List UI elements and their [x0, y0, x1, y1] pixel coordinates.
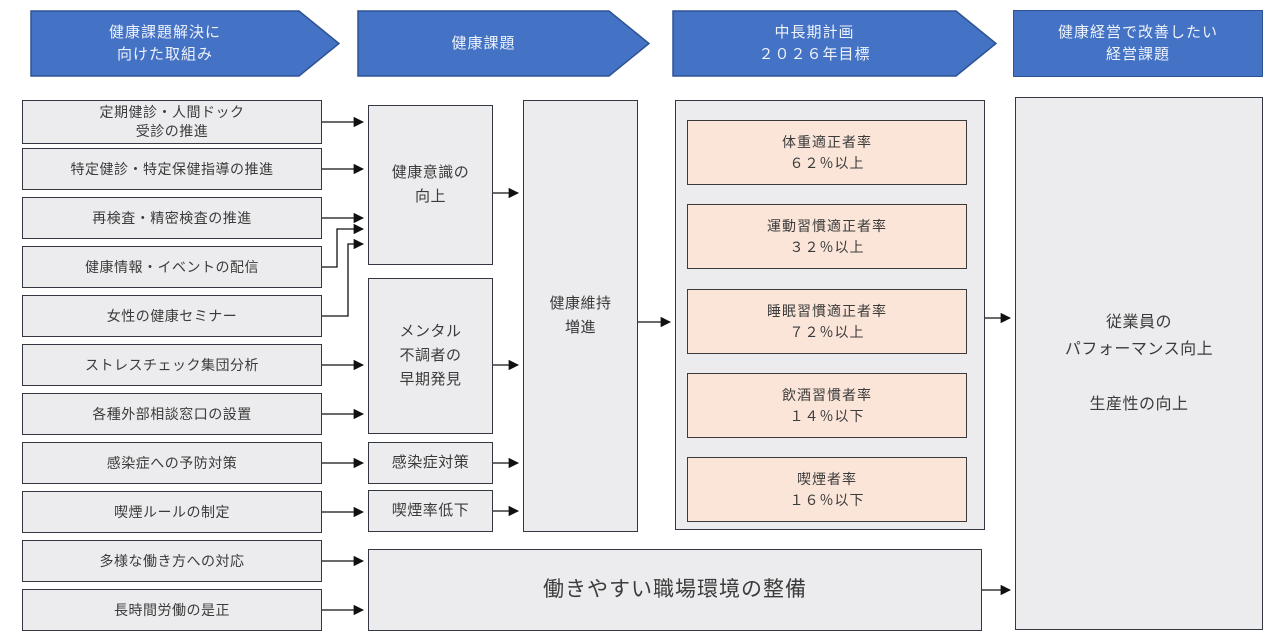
- header-management-issues-label: 健康経営で改善したい 経営課題: [1057, 23, 1218, 63]
- issue-label: メンタル 不調者の 早期発見: [399, 323, 462, 388]
- target-label: 運動習慣適正者率: [767, 217, 887, 234]
- initiative-box-stress-check: ストレスチェック集団分析: [22, 344, 322, 386]
- header-midterm-plan: 中長期計画 ２０２６年目標: [672, 10, 997, 77]
- initiative-box-specific-checkup: 特定健診・特定保健指導の推進: [22, 148, 322, 190]
- initiative-label: 健康情報・イベントの配信: [85, 258, 259, 275]
- flow-arrow-elbow: [322, 238, 365, 317]
- header-initiatives-label: 健康課題解決に 向けた取組み: [108, 23, 221, 63]
- target-value: ７２％以上: [789, 323, 865, 340]
- chevron-arrow-shape: [30, 10, 340, 77]
- target-label: 飲酒習慣者率: [782, 386, 872, 403]
- initiative-box-reexamination: 再検査・精密検査の推進: [22, 197, 322, 239]
- header-health-issues-label: 健康課題: [451, 34, 516, 52]
- initiative-label: 長時間労働の是正: [114, 601, 230, 618]
- issue-box-mental-health: メンタル 不調者の 早期発見: [368, 278, 493, 434]
- initiative-box-infection-prevention: 感染症への予防対策: [22, 442, 322, 484]
- target-box-drinking: 飲酒習慣者率 １４％以下: [687, 373, 967, 438]
- issue-box-infection-measures: 感染症対策: [368, 442, 493, 484]
- header-midterm-plan-label: 中長期計画 ２０２６年目標: [758, 23, 871, 63]
- header-initiatives: 健康課題解決に 向けた取組み: [30, 10, 340, 77]
- initiative-box-womens-seminar: 女性の健康セミナー: [22, 295, 322, 337]
- initiative-label: 多様な働き方への対応: [99, 552, 245, 569]
- workplace-environment-box: 働きやすい職場環境の整備: [368, 549, 982, 631]
- target-box-sleep: 睡眠習慣適正者率 ７２％以上: [687, 289, 967, 354]
- flow-arrow-elbow: [322, 223, 365, 268]
- target-box-weight: 体重適正者率 ６２％以上: [687, 120, 967, 185]
- target-label: 喫煙者率: [797, 470, 857, 487]
- maintain-health-label: 健康維持 増進: [549, 295, 612, 336]
- issue-box-health-awareness: 健康意識の 向上: [368, 105, 493, 265]
- target-label: 睡眠習慣適正者率: [767, 302, 887, 319]
- target-label: 体重適正者率: [782, 133, 872, 150]
- initiative-box-smoking-rules: 喫煙ルールの制定: [22, 491, 322, 533]
- target-value: ３２％以上: [789, 238, 865, 255]
- initiative-label: 感染症への予防対策: [106, 454, 238, 471]
- issue-label: 健康意識の 向上: [391, 164, 470, 205]
- outcome-box: 従業員の パフォーマンス向上 生産性の向上: [1015, 97, 1263, 630]
- initiative-label: 再検査・精密検査の推進: [92, 209, 252, 226]
- initiative-label: 女性の健康セミナー: [106, 307, 238, 324]
- target-box-exercise: 運動習慣適正者率 ３２％以上: [687, 204, 967, 269]
- initiative-label: 定期健診・人間ドック 受診の推進: [99, 104, 245, 139]
- initiative-box-overtime-correction: 長時間労働の是正: [22, 589, 322, 631]
- chevron-arrow-shape: [672, 10, 997, 77]
- initiative-label: ストレスチェック集団分析: [85, 356, 259, 373]
- chevron-arrow-shape: [357, 10, 650, 77]
- workplace-environment-label: 働きやすい職場環境の整備: [543, 577, 807, 601]
- maintain-health-box: 健康維持 増進: [523, 100, 638, 532]
- header-management-issues: 健康経営で改善したい 経営課題: [1013, 10, 1263, 77]
- initiative-box-health-info: 健康情報・イベントの配信: [22, 246, 322, 288]
- initiative-box-regular-checkup: 定期健診・人間ドック 受診の推進: [22, 100, 322, 144]
- target-value: １６％以下: [789, 491, 865, 508]
- target-value: １４％以下: [789, 407, 865, 424]
- outcome-label: 従業員の パフォーマンス向上 生産性の向上: [1064, 314, 1214, 413]
- header-health-issues: 健康課題: [357, 10, 650, 77]
- target-box-smoking: 喫煙者率 １６％以下: [687, 457, 967, 522]
- initiative-box-flexible-work: 多様な働き方への対応: [22, 540, 322, 582]
- target-value: ６２％以上: [789, 154, 865, 171]
- issue-label: 感染症対策: [391, 454, 470, 471]
- issue-box-smoking-rate: 喫煙率低下: [368, 490, 493, 532]
- initiative-label: 喫煙ルールの制定: [114, 503, 230, 520]
- issue-label: 喫煙率低下: [391, 502, 470, 519]
- initiative-label: 特定健診・特定保健指導の推進: [70, 160, 274, 177]
- initiative-box-consultation-desk: 各種外部相談窓口の設置: [22, 393, 322, 435]
- initiative-label: 各種外部相談窓口の設置: [92, 405, 252, 422]
